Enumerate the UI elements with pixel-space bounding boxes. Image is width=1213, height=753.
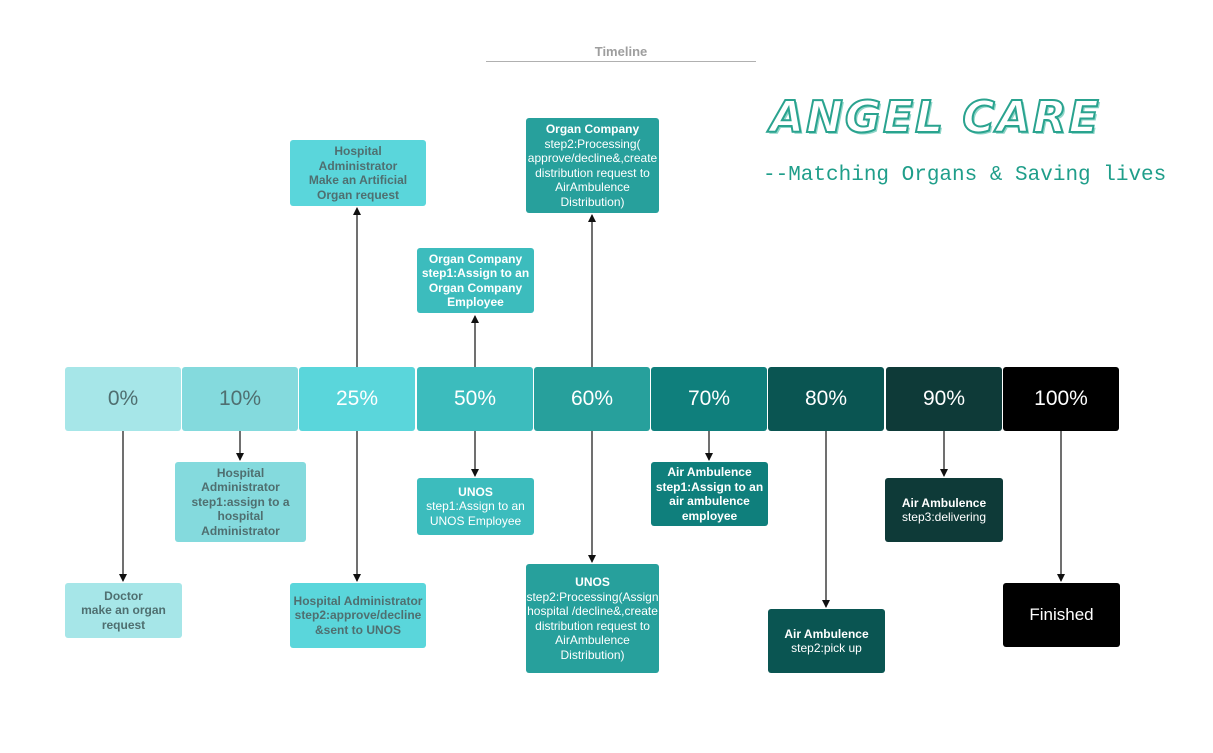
timeline-underline <box>486 61 756 62</box>
stage-25: 25% <box>299 367 415 431</box>
stage-50: 50% <box>417 367 533 431</box>
unos-step1-text: step1:Assign to an UNOS Employee <box>426 499 525 528</box>
unos-step1-box: UNOS step1:Assign to an UNOS Employee <box>417 478 534 535</box>
stage-90: 90% <box>886 367 1002 431</box>
stage-70: 70% <box>651 367 767 431</box>
air-ambulance-step1-text: Air Ambulence step1:Assign to an air amb… <box>655 465 764 523</box>
hospital-step2-box: Hospital Administrator step2:approve/dec… <box>290 583 426 648</box>
air-ambulance-step3-title: Air Ambulence <box>901 495 987 510</box>
organ-company-step2-text: step2:Processing( approve/decline&,creat… <box>527 136 658 209</box>
doctor-request-box: Doctor make an organ request <box>65 583 182 638</box>
air-ambulance-step3-box: Air Ambulence step3:delivering <box>885 478 1003 542</box>
hospital-step2-text: Hospital Administrator step2:approve/dec… <box>293 593 423 637</box>
stage-10: 10% <box>182 367 298 431</box>
finished-box: Finished <box>1003 583 1120 647</box>
stage-0: 0% <box>65 367 181 431</box>
hospital-step1-box: Hospital Administrator step1:assign to a… <box>175 462 306 542</box>
organ-company-step1-box: Organ Company step1:Assign to an Organ C… <box>417 248 534 313</box>
hospital-request-box: Hospital Administrator Make an Artificia… <box>290 140 426 206</box>
hospital-step1-text: Hospital Administrator step1:assign to a… <box>191 465 290 538</box>
finished-text: Finished <box>1029 604 1094 624</box>
doctor-box-title: Doctor <box>104 588 143 603</box>
unos-step2-title: UNOS <box>575 575 610 589</box>
air-ambulance-step2-title: Air Ambulence <box>784 626 869 641</box>
brand-tagline: --Matching Organs & Saving lives <box>763 164 1167 187</box>
organ-company-step1-text: Organ Company step1:Assign to an Organ C… <box>421 251 530 310</box>
stage-60: 60% <box>534 367 650 431</box>
air-ambulance-step3-text: step3:delivering <box>901 510 987 524</box>
doctor-box-text: make an organ request <box>81 603 166 632</box>
organ-company-step2-box: Organ Company step2:Processing( approve/… <box>526 118 659 213</box>
hospital-request-text: Hospital Administrator Make an Artificia… <box>308 144 408 202</box>
air-ambulance-step2-text: step2:pick up <box>791 641 862 655</box>
timeline-title: Timeline <box>594 44 648 59</box>
unos-step2-text: step2:Processing(Assign hospital /declin… <box>526 589 659 662</box>
unos-step1-title: UNOS <box>458 484 493 499</box>
air-ambulance-step1-box: Air Ambulence step1:Assign to an air amb… <box>651 462 768 526</box>
stage-100: 100% <box>1003 367 1119 431</box>
organ-company-step2-title: Organ Company <box>545 122 640 136</box>
air-ambulance-step2-box: Air Ambulence step2:pick up <box>768 609 885 673</box>
stage-80: 80% <box>768 367 884 431</box>
unos-step2-box: UNOS step2:Processing(Assign hospital /d… <box>526 564 659 673</box>
brand-title: ANGEL CARE <box>769 91 1101 144</box>
